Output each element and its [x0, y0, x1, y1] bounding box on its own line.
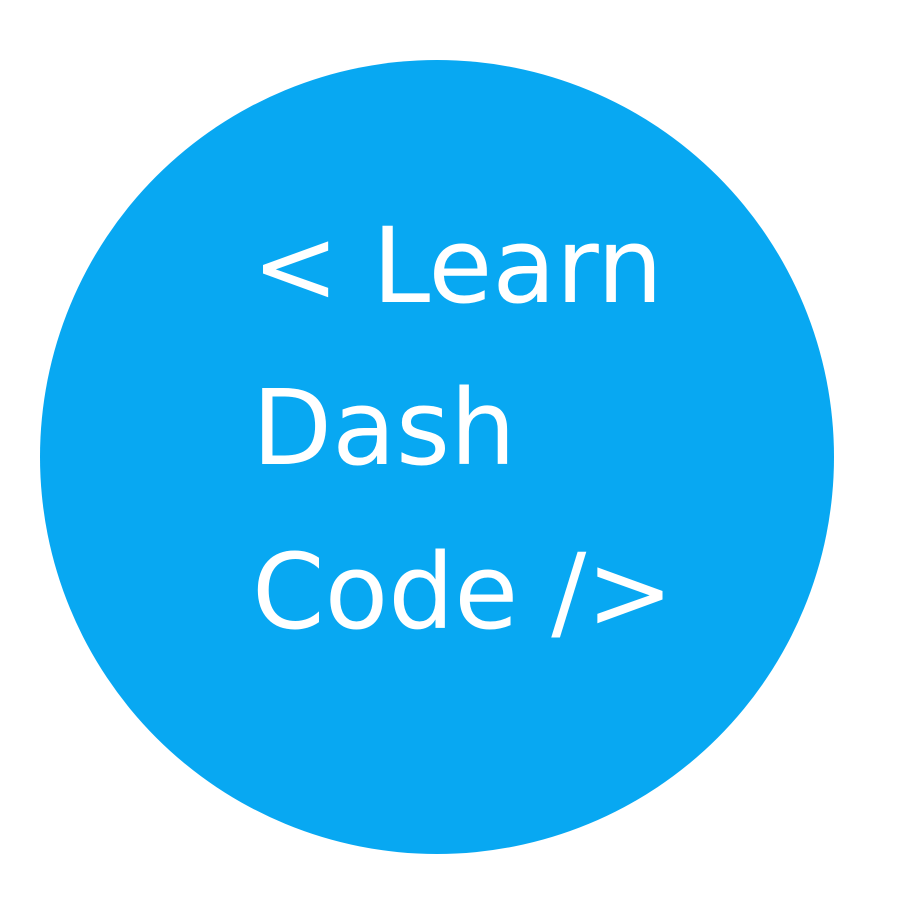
logo-line-dash: Dash — [252, 367, 516, 489]
logo-line-code: Code /> — [252, 531, 674, 653]
logo-line-learn: < Learn — [252, 205, 663, 327]
logo-circle — [40, 60, 834, 854]
